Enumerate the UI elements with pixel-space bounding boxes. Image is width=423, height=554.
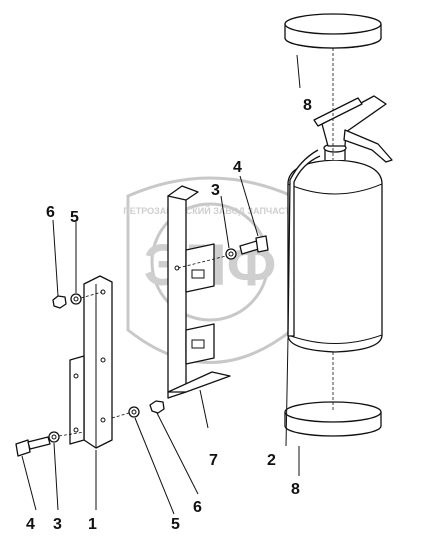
leader-lines xyxy=(21,54,301,515)
watermark-arc-text: ПЕТРОЗАВОДСКИЙ ЗАВОД ЗАПЧАСТИ xyxy=(123,205,297,216)
callout-7: 7 xyxy=(209,452,218,469)
callout-labels: 8 2 8 3 4 6 5 7 4 3 1 5 6 xyxy=(26,97,312,533)
top-clamp-ring xyxy=(284,13,382,49)
upper-left-fasteners xyxy=(52,291,103,309)
callout-4-bottom: 4 xyxy=(26,516,35,533)
upper-right-fasteners xyxy=(177,235,269,269)
lower-fasteners xyxy=(15,400,165,457)
callout-3-right: 3 xyxy=(211,182,220,199)
bracket xyxy=(167,185,231,399)
callout-6-bottom: 6 xyxy=(193,499,202,516)
callout-5-bottom: 5 xyxy=(171,516,180,533)
callout-8-top: 8 xyxy=(303,97,312,114)
mounting-strip xyxy=(69,275,113,449)
callout-6-top: 6 xyxy=(46,204,55,221)
callout-8-bottom: 8 xyxy=(291,481,300,498)
callout-3-bottom: 3 xyxy=(53,516,62,533)
callout-1: 1 xyxy=(88,516,97,533)
callout-4-top: 4 xyxy=(233,159,242,176)
callout-5-top: 5 xyxy=(70,209,79,226)
fire-extinguisher xyxy=(287,48,393,412)
callout-2: 2 xyxy=(267,452,276,469)
